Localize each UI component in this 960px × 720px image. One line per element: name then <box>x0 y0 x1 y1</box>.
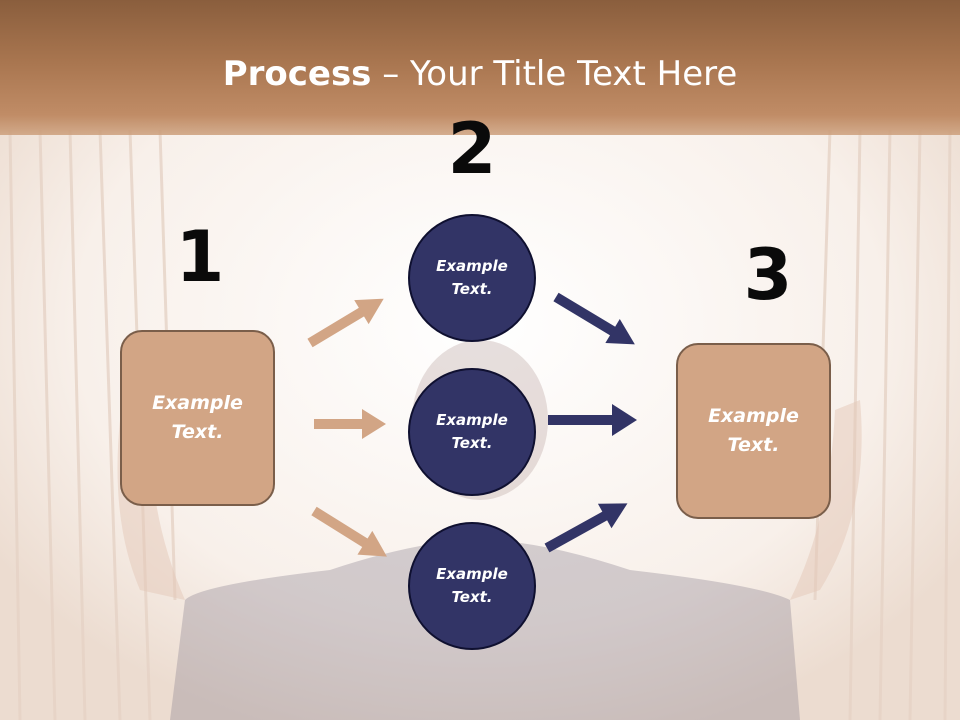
circle-top-label: Example Text. <box>436 257 508 298</box>
arrow-right-icon <box>548 404 637 436</box>
circle-middle-label: Example Text. <box>436 411 508 452</box>
step-number-2: 2 <box>447 108 497 190</box>
slide-title: Process – Your Title Text Here <box>0 52 960 96</box>
header-band <box>0 0 960 135</box>
step-1-label: Example Text. <box>152 392 243 443</box>
step-2-circle-bottom: Example Text. <box>408 522 536 650</box>
step-3-box: Example Text. <box>676 343 831 519</box>
step-2-circle-middle: Example Text. <box>408 368 536 496</box>
arrow-group-right <box>544 292 637 553</box>
title-bold: Process <box>222 54 372 94</box>
circle-bottom-label: Example Text. <box>436 565 508 606</box>
step-3-label: Example Text. <box>708 405 799 456</box>
arrow-right-icon <box>314 409 386 439</box>
step-number-3: 3 <box>743 234 793 316</box>
step-1-box: Example Text. <box>120 330 275 506</box>
step-2-circle-top: Example Text. <box>408 214 536 342</box>
arrow-group-left <box>307 298 387 557</box>
arrow-down-right-icon <box>553 292 635 345</box>
step-number-1: 1 <box>175 216 225 298</box>
arrow-up-right-icon <box>307 298 384 348</box>
title-rest: – Your Title Text Here <box>371 54 738 94</box>
arrow-down-right-icon <box>311 506 387 557</box>
arrow-up-right-icon <box>544 503 628 553</box>
